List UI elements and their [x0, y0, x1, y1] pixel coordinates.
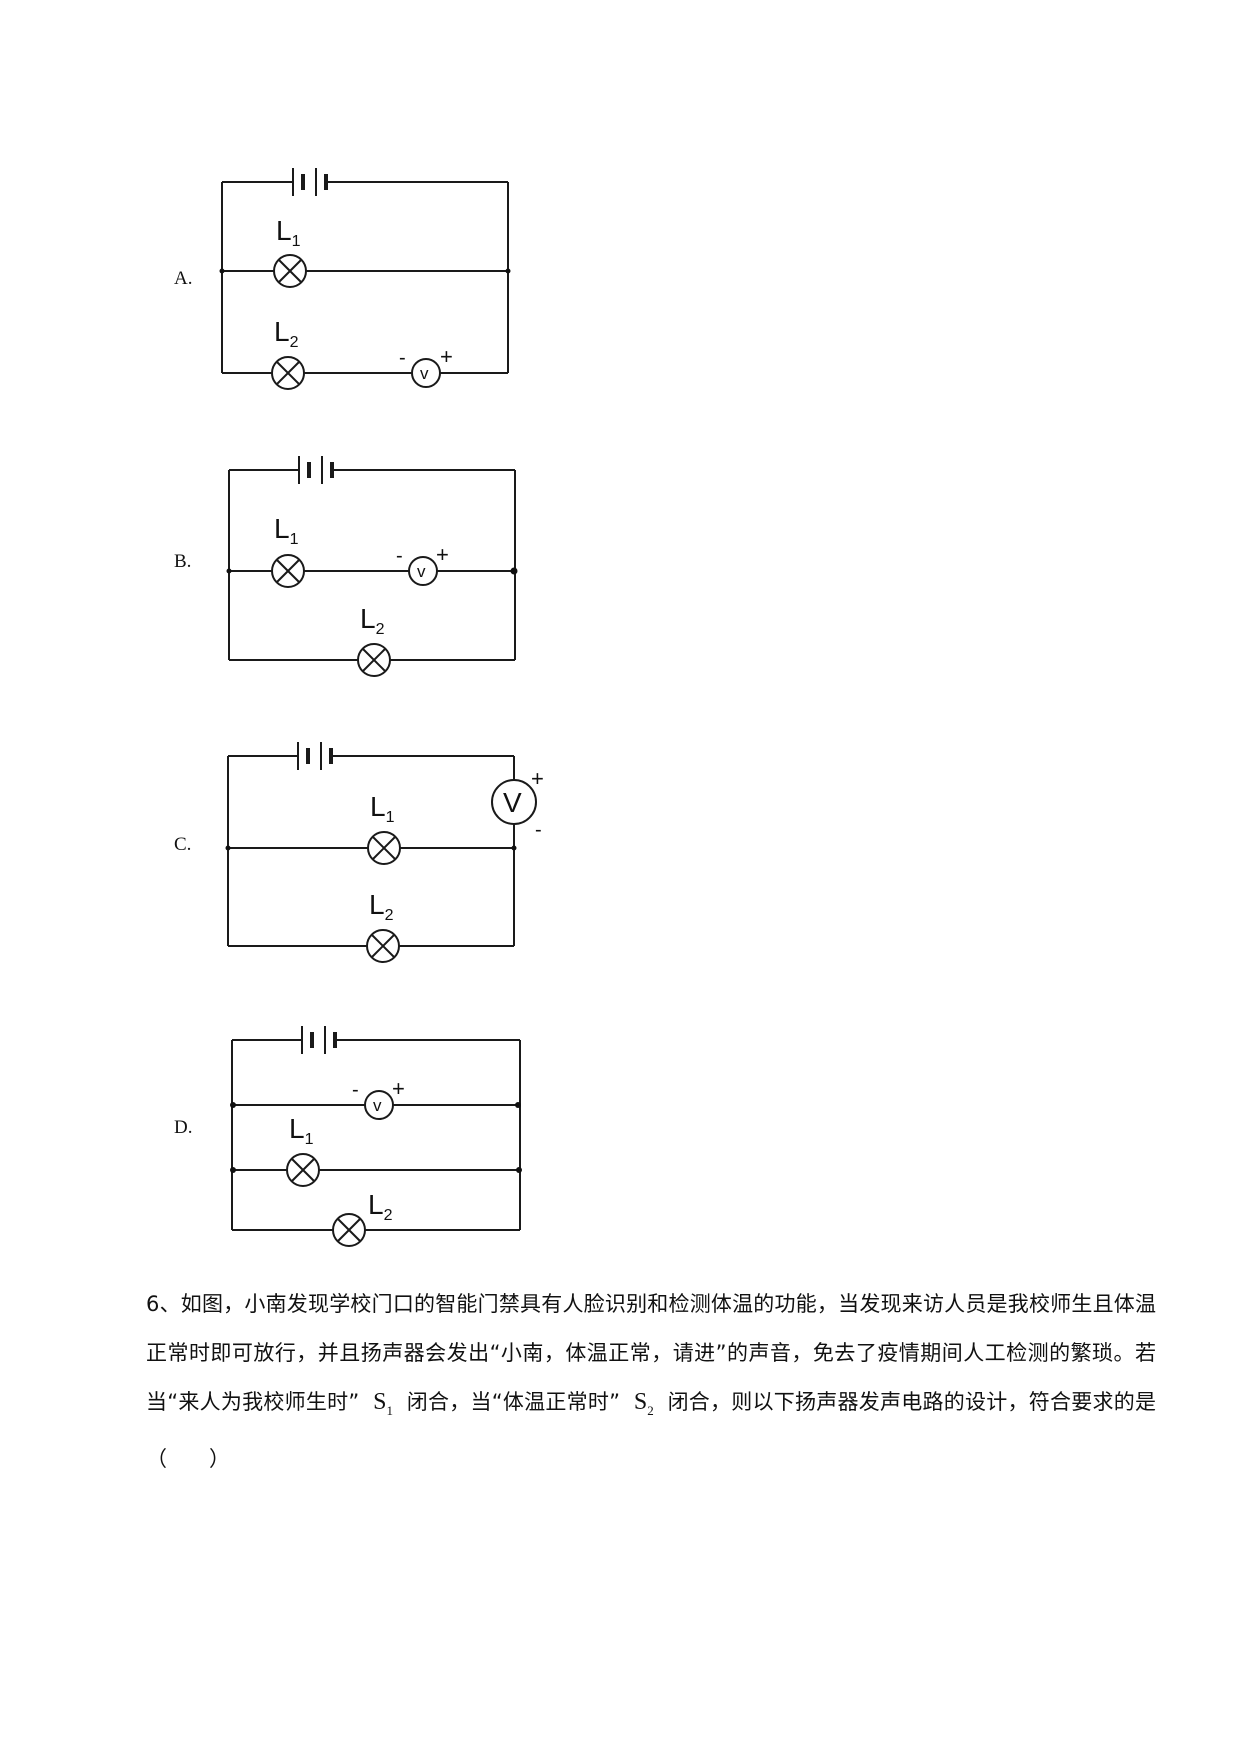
question-6-text: 6、如图，小南发现学校门口的智能门禁具有人脸识别和检测体温的功能，当发现来访人员…	[146, 1280, 1156, 1484]
lamp-l2-icon	[271, 356, 305, 390]
option-a-label: A.	[174, 268, 193, 289]
lamp-l2-label: L2	[274, 316, 299, 351]
lamp-l1-icon	[273, 254, 307, 288]
lamp-l1-label: L1	[276, 215, 301, 250]
voltmeter-plus: +	[440, 344, 453, 369]
switch-s2-symbol: S2	[633, 1389, 654, 1418]
question-part-2: 闭合，当“体温正常时”	[406, 1390, 621, 1414]
battery-icon	[222, 168, 508, 196]
voltmeter-minus: -	[399, 347, 406, 369]
option-c-label: C.	[174, 834, 192, 855]
question-part-1: 6、如图，小南发现学校门口的智能门禁具有人脸识别和检测体温的功能，当发现来访人员…	[146, 1292, 1156, 1414]
voltmeter-symbol: v	[420, 364, 429, 383]
question-part-3: 闭合，则以下扬声器发声电路的设计，符合要求的是（ ）	[146, 1390, 1156, 1471]
option-b-label: B.	[174, 551, 192, 572]
option-d-label: D.	[174, 1117, 193, 1138]
voltmeter-icon	[411, 358, 441, 388]
switch-s1-symbol: S1	[373, 1389, 393, 1418]
